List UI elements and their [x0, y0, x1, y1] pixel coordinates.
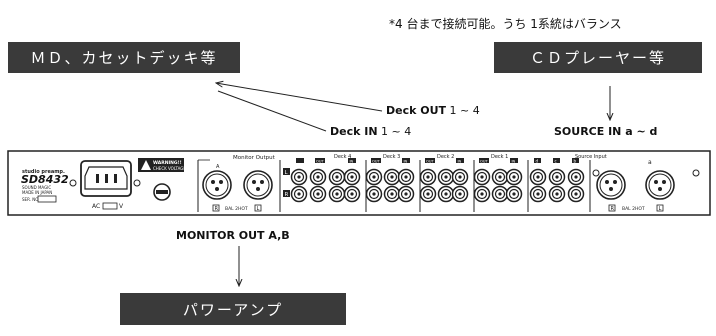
rca-jack [491, 185, 509, 203]
warning-title: WARNING!! [153, 160, 182, 166]
rca-jack [437, 168, 455, 186]
rca-jack [451, 168, 469, 186]
src-r-mark: R [611, 206, 615, 212]
source-in-label: SOURCE IN a ~ d [554, 125, 658, 138]
rca-jack [397, 185, 415, 203]
source-input-title: Source Input [575, 154, 607, 160]
deck-4-out: OUT [316, 159, 324, 163]
volt-label: V [119, 203, 124, 210]
rca-jack [529, 185, 547, 203]
model-text: SD8432 [21, 173, 69, 186]
rca-jack [290, 185, 308, 203]
src-c-label: c [555, 158, 557, 163]
monitor-output-title: Monitor Output [233, 155, 276, 161]
rca-jack [343, 168, 361, 186]
deck-1-out: OUT [480, 159, 488, 163]
deck-out-arrow [216, 83, 383, 112]
rca-jack [419, 185, 437, 203]
deck-4-in: IN [350, 159, 354, 163]
src-b-label: b [574, 158, 577, 163]
deck-section-3: Deck 3 OUT IN [365, 154, 410, 212]
deck-2-label: Deck 2 [437, 154, 454, 160]
lr-l-mark: L [285, 170, 289, 176]
warning-sub: CHECK VOLTAGE [153, 166, 186, 171]
deck-2-out: OUT [426, 159, 434, 163]
serial-text: SER. NO. [22, 197, 40, 202]
connection-note: *4 台まで接続可能。うち 1系統はバランス [389, 17, 622, 31]
voltage-plate [102, 202, 118, 210]
src-a-label: a [648, 159, 652, 166]
deck-4-label: Deck 4 [334, 154, 351, 160]
deck-section-2: Deck 2 OUT IN [419, 154, 464, 212]
rca-jack [397, 168, 415, 186]
deck-1-in: IN [512, 159, 516, 163]
screw-icon [592, 169, 600, 177]
src-l-mark: L [659, 206, 662, 212]
monitor-out-a-jack [202, 170, 232, 200]
deck-in-label: Deck IN 1 ~ 4 [330, 125, 412, 138]
screw-icon [69, 179, 77, 187]
rca-jack [451, 185, 469, 203]
src-bal-label: BAL 2HOT [622, 206, 645, 212]
rca-jack [473, 168, 491, 186]
deck-section-1: Deck 1 OUT IN [473, 154, 529, 212]
brand-text: studio preamp. [22, 169, 65, 175]
rca-jack [328, 168, 346, 186]
deck-section-4: Deck 4 OUT IN [296, 154, 356, 163]
power-amp-box: パワーアンプ [120, 293, 346, 325]
deck-in-line [217, 90, 327, 132]
brand-line2: MADE IN JAPAN [22, 190, 52, 195]
rca-jack [365, 185, 383, 203]
rca-jack [529, 168, 547, 186]
rca-jack [473, 185, 491, 203]
mon-r-mark: R [215, 206, 219, 212]
rca-jack [491, 168, 509, 186]
rca-jack [290, 168, 308, 186]
rca-jack [548, 168, 566, 186]
monitor-out-b-jack [243, 170, 273, 200]
ac-label: AC [92, 203, 100, 210]
rca-jack [567, 185, 585, 203]
rca-jack [343, 185, 361, 203]
deck-1-label: Deck 1 [491, 154, 508, 160]
rca-jack [309, 168, 327, 186]
source-a-xlr-jack-l [596, 170, 626, 200]
deck-3-in: IN [404, 159, 408, 163]
rca-jack [383, 185, 401, 203]
rca-jack [567, 168, 585, 186]
screw-icon [133, 179, 141, 187]
md-cassette-deck-box: ＭＤ、カセットデッキ等 [8, 42, 240, 73]
rca-jack [505, 168, 523, 186]
src-d-label: d [536, 158, 539, 163]
monitor-a-label: A [216, 164, 220, 170]
rca-jack [328, 185, 346, 203]
rca-jack [505, 185, 523, 203]
deck-3-label: Deck 3 [383, 154, 400, 160]
mon-l-mark: L [257, 206, 260, 212]
deck-2-in: IN [458, 159, 462, 163]
deck-out-label: Deck OUT 1 ~ 4 [386, 104, 480, 117]
screw-icon [692, 169, 700, 177]
cd-player-box: ＣＤプレーヤー等 [494, 42, 702, 73]
mon-bal-label: BAL 2HOT [225, 206, 248, 212]
rca-jack [365, 168, 383, 186]
monitor-out-label: MONITOR OUT A,B [176, 229, 290, 242]
rca-jack [437, 185, 455, 203]
rca-jack [419, 168, 437, 186]
source-a-xlr-jack-r [645, 170, 675, 200]
brand-line1: SOUND MAGIC [22, 185, 51, 190]
lr-r-mark: R [285, 192, 289, 198]
rca-jack [309, 185, 327, 203]
serial-plate [37, 195, 57, 203]
rca-jack [383, 168, 401, 186]
rca-jack [548, 185, 566, 203]
deck-3-out: OUT [372, 159, 380, 163]
